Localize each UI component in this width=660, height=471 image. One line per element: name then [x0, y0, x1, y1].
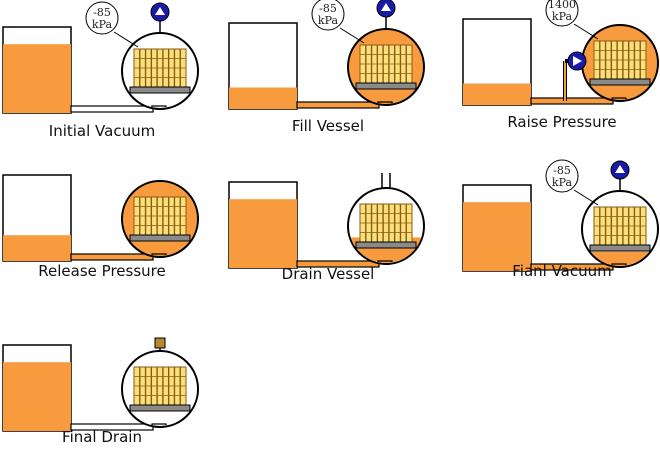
gauge-leader — [573, 23, 599, 40]
step-caption: Fill Vessel — [291, 117, 365, 135]
pressure-gauge — [311, 0, 345, 31]
gauge-leader — [573, 189, 599, 206]
step-panel: Release Pressure — [2, 148, 217, 298]
gauge-reading: kPa — [552, 176, 573, 189]
vent-pipe — [381, 173, 391, 188]
vessel-outlet — [151, 253, 167, 255]
gauge-reading: 1400 — [548, 0, 576, 11]
step-caption: Initial Vacuum — [48, 122, 156, 140]
triangle-up-icon — [381, 3, 391, 11]
connecting-pipe — [70, 105, 154, 113]
triangle-right-icon — [573, 56, 582, 66]
step-caption: Drain Vessel — [281, 265, 375, 283]
step-caption: Raise Pressure — [507, 113, 617, 131]
vessel-outlet — [611, 263, 627, 265]
step-caption: Release Pressure — [38, 262, 166, 280]
vessel-outlet — [377, 260, 393, 262]
gauge-leader — [113, 31, 139, 48]
gauge-reading: -85 — [553, 164, 571, 177]
tank-liquid — [463, 202, 531, 271]
rack-base-plate — [589, 78, 651, 86]
triangle-up-icon — [155, 7, 165, 15]
vent-plug — [154, 337, 166, 349]
rack-base-plate — [589, 244, 651, 252]
step-panel: Drain Vessel — [228, 155, 443, 305]
tank-liquid — [463, 83, 531, 105]
vessel-outlet — [377, 101, 393, 103]
pressure-gauge — [545, 0, 579, 27]
connecting-pipe — [70, 253, 154, 261]
tank-liquid — [229, 199, 297, 268]
gauge-leader — [339, 27, 365, 44]
rack-base-plate — [129, 86, 191, 94]
rack-base-plate — [129, 234, 191, 242]
gauge-reading: -85 — [93, 6, 111, 19]
vessel-outlet — [151, 105, 167, 107]
step-illustration — [2, 174, 199, 262]
step-illustration — [228, 173, 425, 269]
pressure-gauge — [85, 1, 119, 35]
pressure-gauge — [545, 159, 579, 193]
rack-base-plate — [355, 241, 417, 249]
step-illustration — [2, 337, 199, 432]
step-caption: Final Drain — [62, 428, 142, 446]
step-caption: Fianl Vacuum — [512, 262, 612, 280]
rack-base-plate — [129, 404, 191, 412]
tank-liquid — [3, 362, 71, 431]
gauge-reading: kPa — [318, 14, 339, 27]
vessel-outlet — [611, 97, 627, 99]
tank-liquid — [229, 87, 297, 109]
triangle-up-icon — [615, 165, 625, 173]
gauge-reading: -85 — [319, 2, 337, 15]
vessel-outlet — [151, 423, 167, 425]
tank-liquid — [3, 44, 71, 114]
gauge-reading: kPa — [92, 18, 113, 31]
connecting-pipe — [530, 97, 614, 105]
tank-liquid — [3, 235, 71, 261]
gauge-reading: kPa — [552, 10, 573, 23]
step-panel: Final Drain — [2, 318, 217, 468]
connecting-pipe — [296, 101, 380, 109]
rack-base-plate — [355, 82, 417, 90]
